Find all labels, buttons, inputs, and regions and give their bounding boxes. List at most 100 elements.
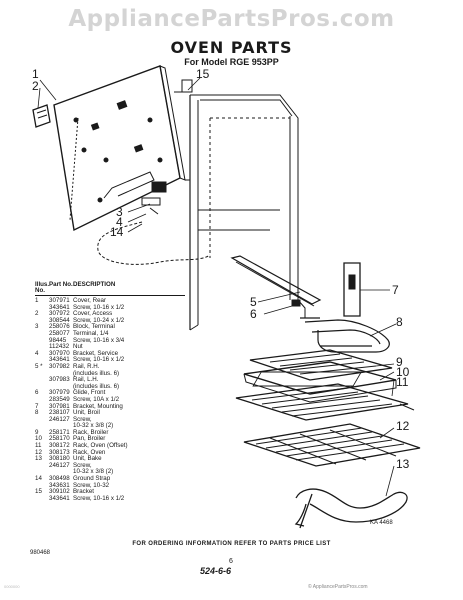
callout-1: 1 (32, 67, 39, 81)
callout-labels: 1 2 3 4 14 15 5 6 7 8 9 10 11 12 13 KA 4… (32, 67, 410, 526)
cell-illus: 4 (35, 349, 39, 357)
cell-part: 308172 (49, 442, 70, 450)
document-code: 980468 (30, 550, 51, 556)
callout-10: 10 (396, 365, 410, 379)
cell-illus: 14 (35, 475, 42, 483)
cell-description: Rail, L.H. (73, 376, 99, 384)
rear-cover-drawing (53, 65, 186, 232)
cell-part: 343641 (49, 303, 70, 311)
cell-description: Terminal, 1/4 (73, 329, 109, 337)
terminal-block-drawing (141, 181, 167, 215)
cell-description: Block, Terminal (73, 323, 115, 331)
cell-illus: 9 (35, 428, 39, 436)
cell-illus: 6 (35, 389, 39, 397)
cell-part: 343631 (49, 481, 70, 489)
cell-illus (35, 463, 49, 470)
cell-part: 309102 (49, 488, 70, 496)
figure-ref: KA 4468 (370, 520, 393, 526)
callout-5: 5 (250, 295, 257, 309)
parts-table-header: Illus. No. Part No. DESCRIPTION (35, 281, 185, 296)
cell-part: 258171 (49, 428, 70, 436)
callout-3: 3 (116, 205, 123, 219)
cell-description: Rack, Broiler (73, 428, 109, 436)
page-title: OVEN PARTS (170, 38, 293, 57)
mounting-bracket-drawing (343, 262, 361, 317)
cell-part: 308498 (49, 475, 70, 483)
cell-description: 10-32 x 3/8 (2) (73, 422, 114, 430)
callout-6: 6 (250, 307, 257, 321)
cell-description: Rail, R.H. (73, 362, 100, 370)
watermark: AppliancePartsPros.com (68, 6, 395, 32)
callout-7: 7 (392, 283, 399, 297)
cell-description: Rack, Oven (Offset) (73, 442, 128, 450)
cell-illus: 3 (35, 323, 39, 331)
cell-description: Bracket (73, 488, 94, 496)
cell-part: 258076 (49, 323, 70, 331)
callout-14: 14 (110, 225, 124, 239)
cell-part: 283549 (49, 395, 70, 403)
cell-part: 238107 (49, 409, 70, 417)
cell-illus (35, 377, 49, 384)
cell-part: 307979 (49, 389, 70, 397)
cell-illus: 7 (35, 402, 39, 410)
cell-part: 307981 (49, 402, 70, 410)
cell-description: Screw, 10-16 x 3/4 (73, 336, 125, 344)
cell-part: 246127 (49, 461, 70, 469)
rail-drawing (230, 255, 322, 307)
cell-description: Unit, Bake (73, 455, 102, 463)
cell-part: 308180 (49, 455, 70, 463)
cell-illus: 5 * (35, 362, 43, 370)
header-illus: Illus. No. (35, 281, 50, 294)
table-row: 10-32 x 3/8 (2) (35, 423, 185, 430)
cell-description: Nut (73, 343, 83, 351)
cell-part: 258077 (49, 329, 70, 337)
cell-illus: 15 (35, 488, 42, 496)
header-part: Part No. (49, 281, 73, 288)
ground-strap-drawing (97, 221, 211, 265)
callout-8: 8 (396, 315, 403, 329)
cell-illus: 12 (35, 448, 42, 456)
side-reference: 0000000 (4, 584, 20, 589)
cell-description: Screw, 10-16 x 1/2 (73, 303, 125, 311)
callout-13: 13 (396, 457, 410, 471)
cell-part: 307972 (49, 310, 70, 318)
cell-description: Ground Strap (73, 475, 111, 483)
table-row: (includes illus. 6) (35, 370, 185, 378)
cell-description: Screw, 10-16 x 1/2 (73, 494, 125, 502)
cell-illus (35, 371, 49, 378)
header-description: DESCRIPTION (73, 281, 116, 288)
cell-part: 258170 (49, 435, 70, 443)
cell-illus: 2 (35, 310, 39, 318)
cell-description: Bracket, Service (73, 349, 119, 357)
cell-description: Screw, 10-32 (73, 481, 110, 489)
cell-description: Unit, Broil (73, 409, 100, 417)
cell-description: Screw, (73, 415, 92, 423)
cell-part: 307971 (49, 297, 70, 304)
callout-9: 9 (396, 355, 403, 369)
cell-part: 307970 (49, 349, 70, 357)
cell-part: 343641 (49, 494, 70, 502)
cell-description: Bracket, Mounting (73, 402, 123, 410)
callout-4: 4 (116, 215, 123, 229)
broiler-rack-drawing (249, 349, 393, 381)
bake-unit-drawing (294, 488, 408, 529)
callout-2: 2 (32, 79, 39, 93)
callout-12: 12 (396, 419, 410, 433)
cell-illus: 10 (35, 435, 42, 443)
